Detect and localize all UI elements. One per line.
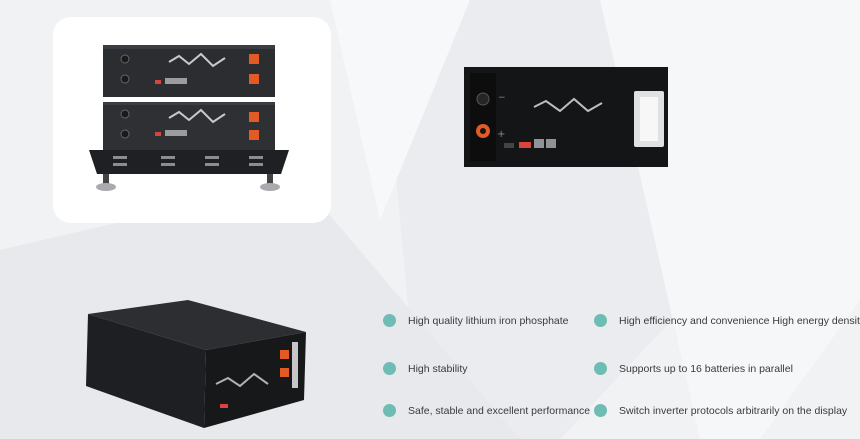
battery-module-front-image: − + (464, 67, 670, 174)
svg-text:+: + (497, 129, 505, 140)
feature-item: High quality lithium iron phosphate (383, 314, 569, 327)
feature-item: High stability (383, 362, 468, 375)
feature-text: Switch inverter protocols arbitrarily on… (619, 404, 848, 417)
feature-text: Supports up to 16 batteries in parallel (619, 362, 793, 375)
feature-text: High stability (408, 362, 468, 375)
bullet-dot-icon (383, 314, 396, 327)
feature-text: High efficiency and convenience High ene… (619, 314, 860, 327)
feature-item: Supports up to 16 batteries in parallel (594, 362, 793, 375)
battery-module-iso-image (84, 300, 314, 437)
feature-text: High quality lithium iron phosphate (408, 314, 569, 327)
bullet-dot-icon (594, 314, 607, 327)
svg-text:−: − (498, 93, 506, 103)
feature-item: High efficiency and convenience High ene… (594, 314, 860, 327)
feature-item: Switch inverter protocols arbitrarily on… (594, 404, 847, 417)
bullet-dot-icon (383, 404, 396, 417)
bullet-dot-icon (594, 362, 607, 375)
battery-rack-image (83, 42, 303, 207)
bullet-dot-icon (594, 404, 607, 417)
bullet-dot-icon (383, 362, 396, 375)
feature-item: Safe, stable and excellent performance (383, 404, 590, 417)
feature-text: Safe, stable and excellent performance (408, 404, 591, 417)
